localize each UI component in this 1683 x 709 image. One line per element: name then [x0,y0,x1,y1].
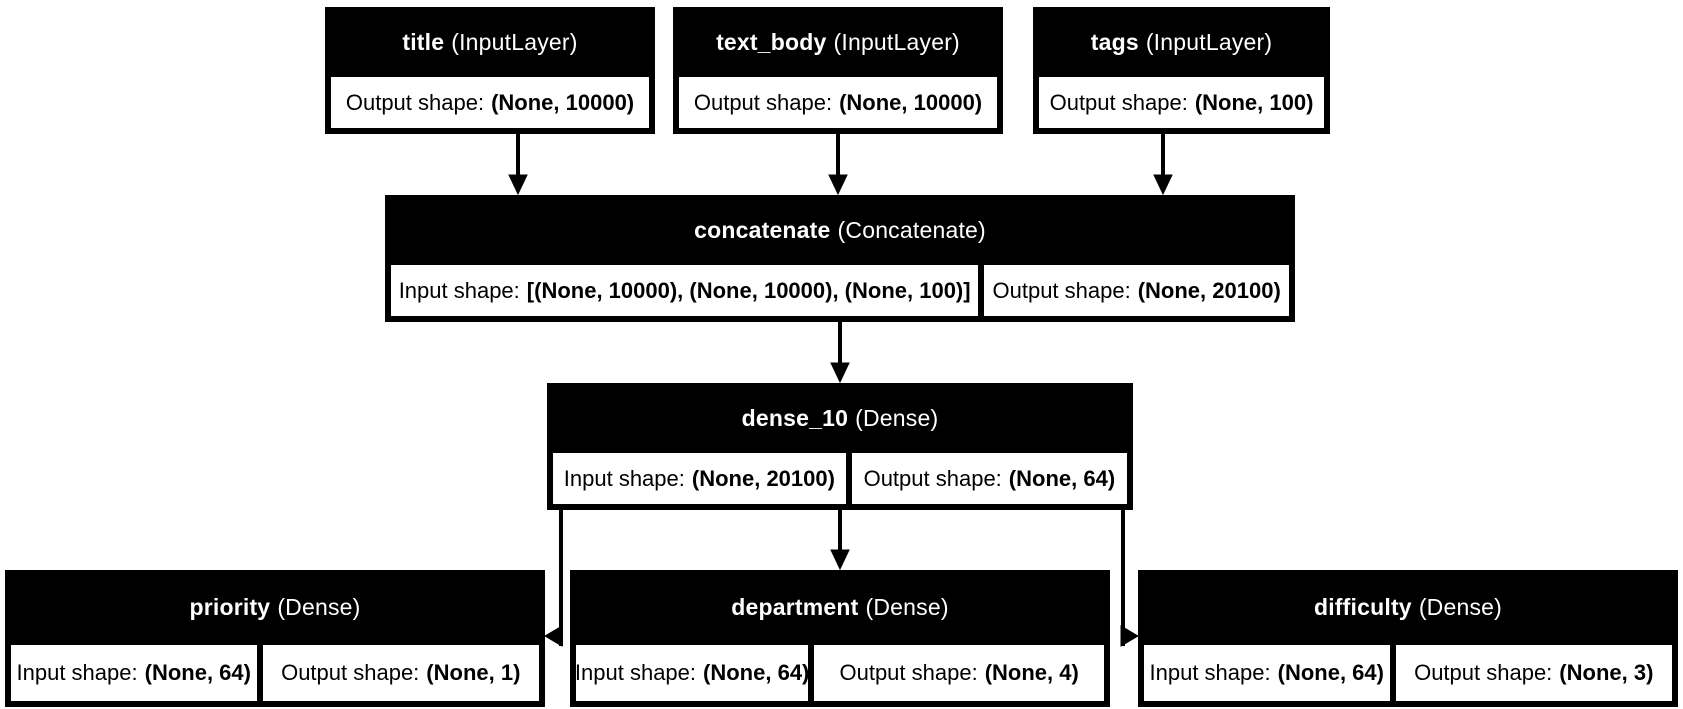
shape-label: Input shape: [1149,660,1271,685]
output-shape-cell: Output shape: (None, 10000) [331,77,649,128]
layer-name: priority [189,594,271,620]
shape-value: (None, 3) [1559,660,1654,685]
layer-header: title (InputLayer) [325,7,655,77]
output-shape-cell: Output shape: (None, 3) [1395,645,1672,701]
layer-header: text_body (InputLayer) [673,7,1003,77]
shape-label: Output shape: [839,660,978,685]
shape-value: (None, 1) [426,660,521,685]
shape-label: Input shape: [398,277,520,303]
layer-node-concatenate: concatenate (Concatenate) Input shape: [… [385,195,1295,322]
edge-title-to-concatenate [508,134,528,196]
layer-header: priority (Dense) [5,570,545,645]
layer-header: concatenate (Concatenate) [385,195,1295,265]
shape-label: Output shape: [863,465,1002,491]
layer-name: title [402,28,445,55]
shape-label: Output shape: [281,660,420,685]
layer-name: department [731,594,859,620]
layer-name: dense_10 [741,404,849,431]
shape-label: Output shape: [992,277,1131,303]
layer-name: tags [1090,28,1139,55]
shape-value: (None, 64) [144,660,251,685]
layer-type: (InputLayer) [451,28,578,55]
shape-label: Input shape: [16,660,138,685]
shape-label: Output shape: [1049,89,1188,115]
edge-concatenate-to-dense-10 [830,320,850,384]
shape-value: (None, 64) [1008,465,1116,491]
layer-type: (Dense) [865,594,949,620]
layer-header: dense_10 (Dense) [547,383,1133,453]
layer-node-department: department (Dense) Input shape: (None, 6… [570,570,1110,707]
layer-type: (Concatenate) [837,216,986,243]
layer-header: tags (InputLayer) [1033,7,1330,77]
layer-type: (Dense) [277,594,361,620]
output-shape-cell: Output shape: (None, 10000) [679,77,997,128]
layer-node-tags: tags (InputLayer) Output shape: (None, 1… [1033,7,1330,134]
edge-dense-10-to-department [830,508,850,571]
layer-node-text-body: text_body (InputLayer) Output shape: (No… [673,7,1003,134]
output-shape-cell: Output shape: (None, 20100) [984,265,1289,316]
shape-label: Input shape: [576,660,697,685]
layer-node-difficulty: difficulty (Dense) Input shape: (None, 6… [1138,570,1678,707]
layer-type: (Dense) [1418,594,1503,620]
layer-name: text_body [716,28,827,55]
shape-label: Output shape: [345,89,485,115]
shape-value: (None, 100) [1194,89,1314,115]
edge-dense-10-to-priority [544,508,563,647]
input-shape-cell: Input shape: (None, 64) [576,645,809,701]
layer-name: difficulty [1313,594,1412,620]
output-shape-cell: Output shape: (None, 100) [1039,77,1324,128]
input-shape-cell: Input shape: (None, 64) [1144,645,1390,701]
shape-label: Input shape: [563,465,685,491]
output-shape-cell: Output shape: (None, 64) [851,453,1127,504]
shape-value: (None, 4) [984,660,1079,685]
input-shape-cell: Input shape: [(None, 10000), (None, 1000… [391,265,979,316]
edge-tags-to-concatenate [1153,134,1173,196]
layer-node-priority: priority (Dense) Input shape: (None, 64)… [5,570,545,707]
shape-value: (None, 20100) [1137,277,1281,303]
layer-header: department (Dense) [570,570,1110,645]
shape-label: Output shape: [1414,660,1553,685]
shape-value: (None, 20100) [691,465,835,491]
output-shape-cell: Output shape: (None, 4) [814,645,1104,701]
layer-header: difficulty (Dense) [1138,570,1678,645]
layer-type: (Dense) [855,404,939,431]
edge-dense-10-to-difficulty [1120,508,1139,647]
output-shape-cell: Output shape: (None, 1) [262,645,539,701]
layer-type: (InputLayer) [833,28,960,55]
input-shape-cell: Input shape: (None, 20100) [553,453,846,504]
layer-name: concatenate [694,216,831,243]
shape-label: Output shape: [693,89,833,115]
shape-value: (None, 10000) [839,89,983,115]
shape-value: [(None, 10000), (None, 10000), (None, 10… [526,277,971,303]
shape-value: (None, 10000) [491,89,635,115]
shape-value: (None, 64) [1277,660,1384,685]
layer-node-dense-10: dense_10 (Dense) Input shape: (None, 201… [547,383,1133,510]
edge-text-body-to-concatenate [828,134,848,196]
layer-node-title: title (InputLayer) Output shape: (None, … [325,7,655,134]
input-shape-cell: Input shape: (None, 64) [11,645,257,701]
shape-value: (None, 64) [703,660,809,685]
layer-type: (InputLayer) [1145,28,1273,55]
